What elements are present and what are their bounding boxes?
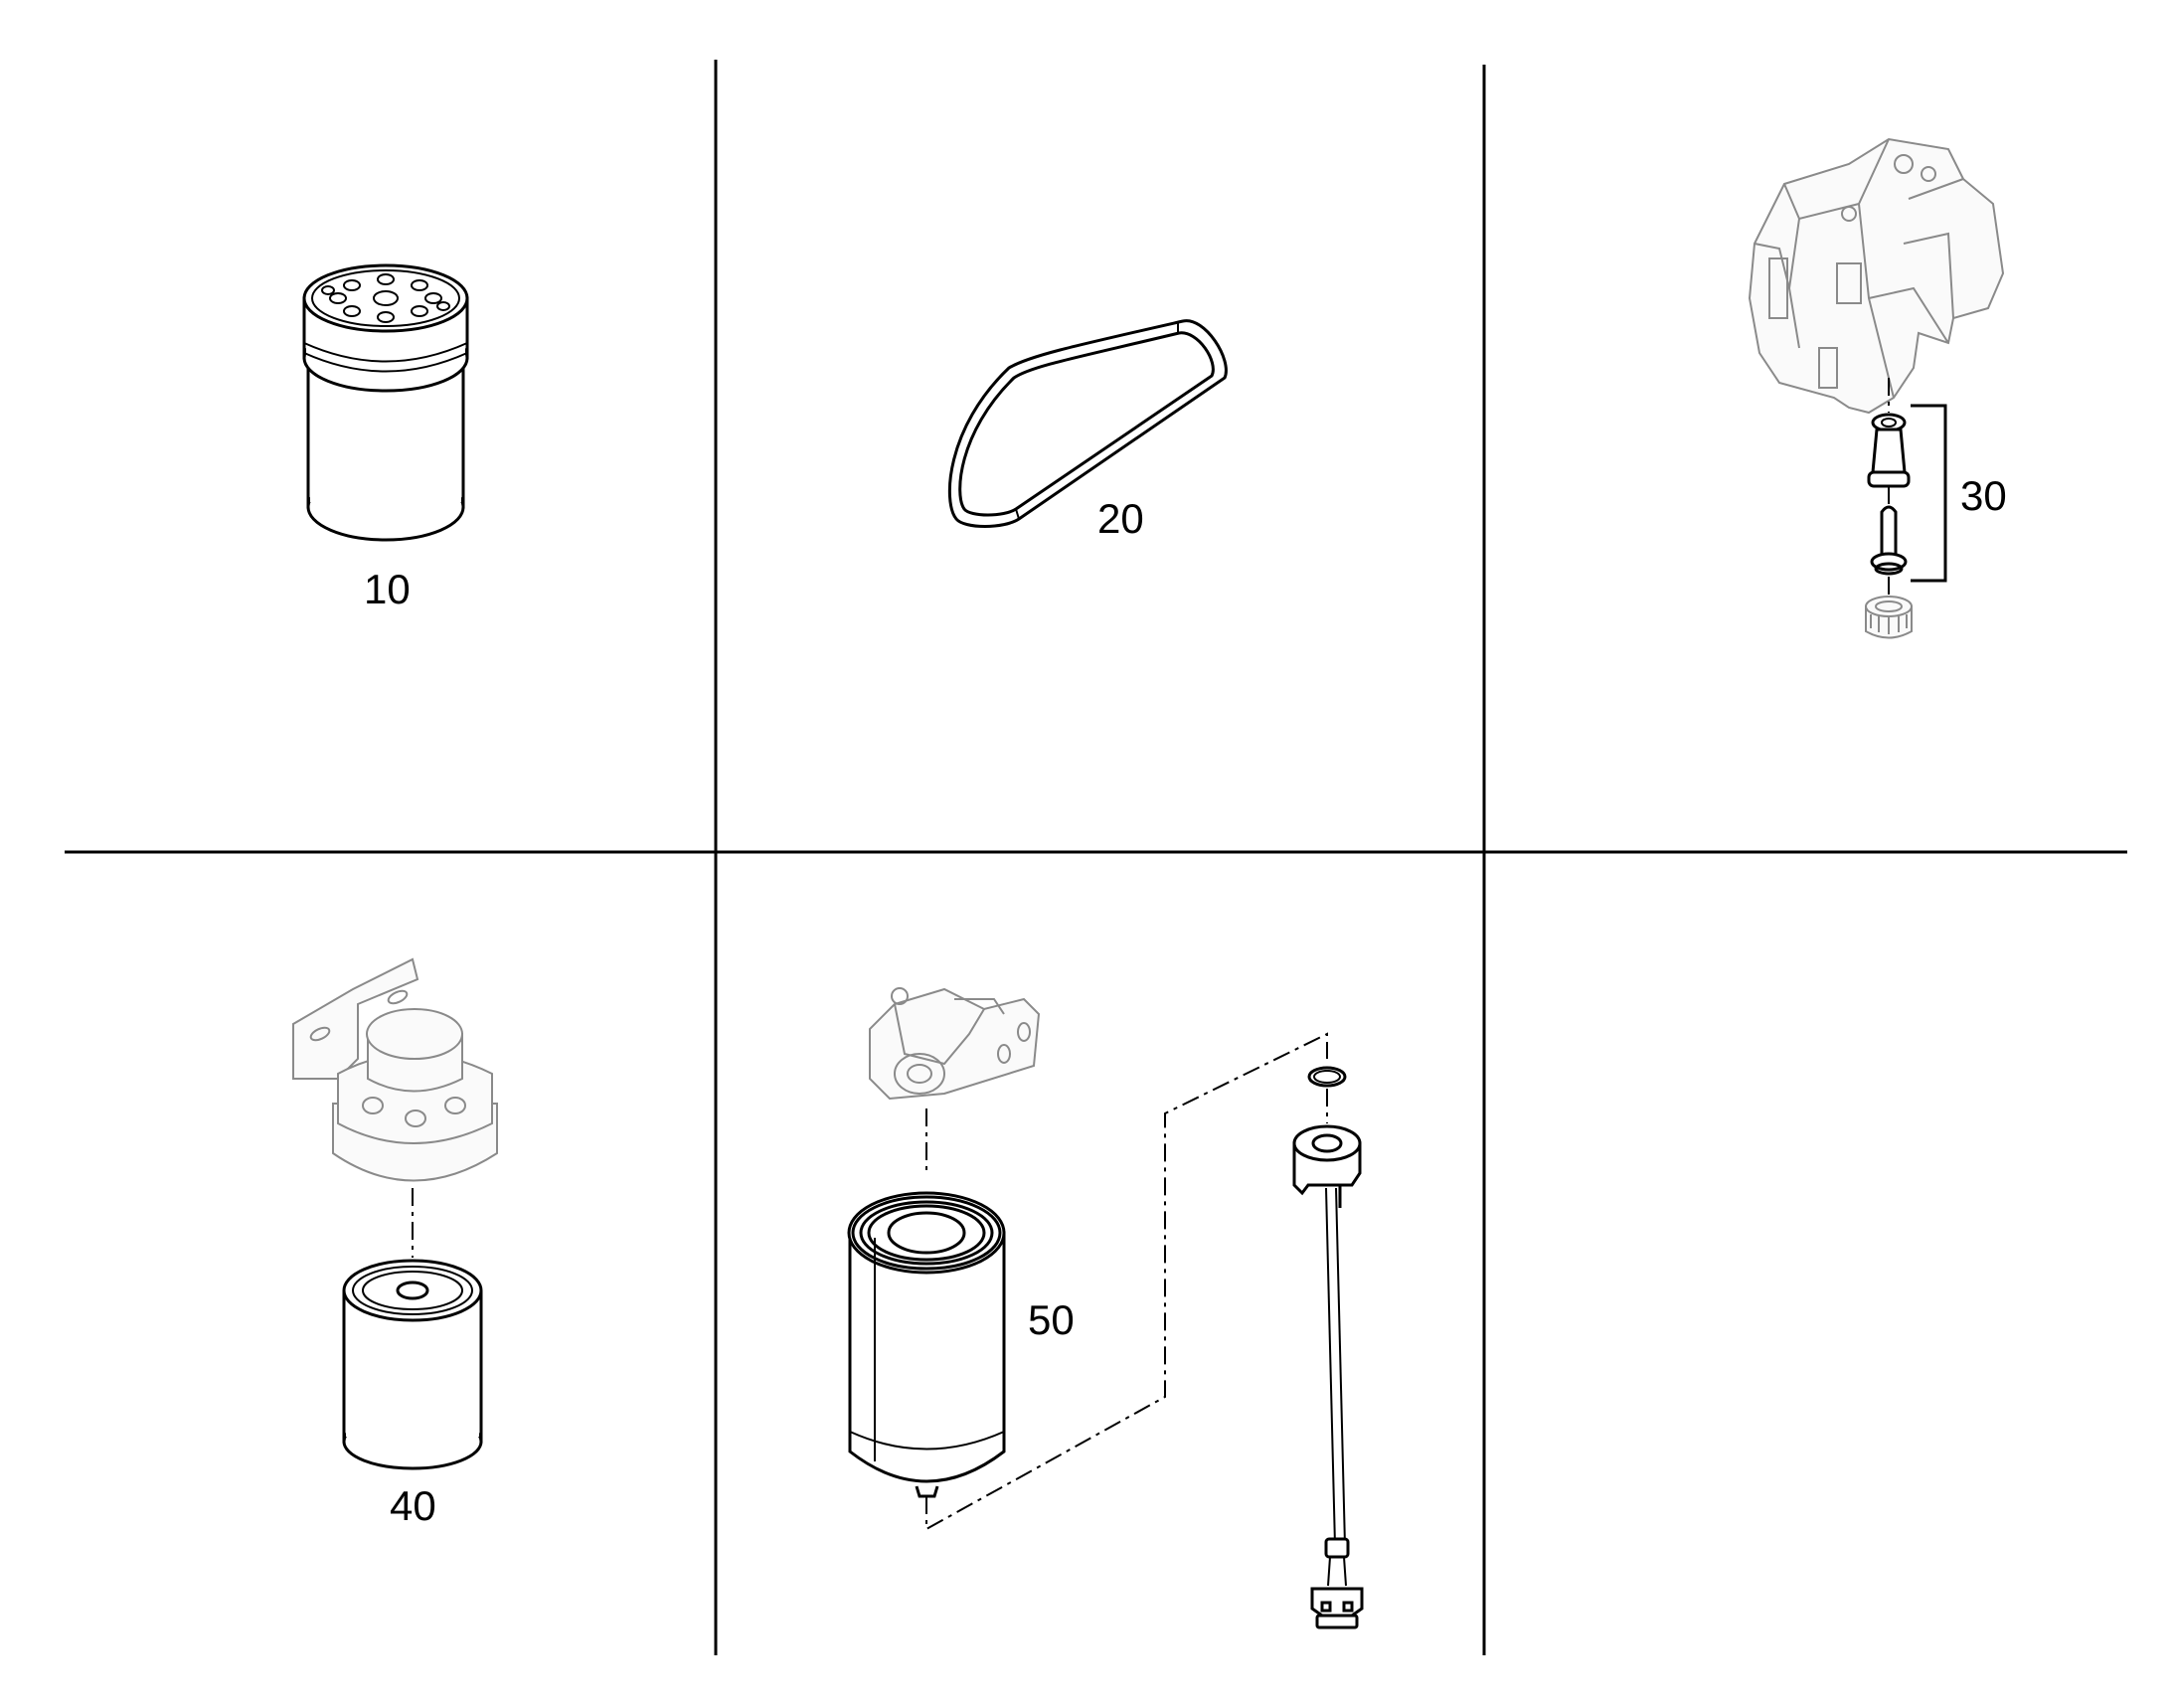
drive-belt-20[interactable] [947, 319, 1228, 528]
filter-cartridge-50[interactable] [847, 1032, 1328, 1531]
connector-kit-30[interactable] [1865, 378, 1947, 639]
level-sensor-50[interactable] [1292, 1066, 1364, 1629]
filter-head-phantom [292, 957, 498, 1182]
filter-head-50-phantom [869, 987, 1041, 1101]
callout-40: 40 [390, 1482, 436, 1529]
filter-cartridge-40[interactable] [342, 1188, 483, 1470]
callout-20: 20 [1097, 495, 1144, 542]
callout-10: 10 [364, 566, 411, 612]
filter-cartridge-10[interactable] [302, 263, 469, 542]
pump-housing-phantom [1748, 137, 2005, 415]
callout-50: 50 [1028, 1296, 1075, 1343]
grid-lines [65, 60, 2127, 1655]
callout-30: 30 [1960, 472, 2007, 519]
